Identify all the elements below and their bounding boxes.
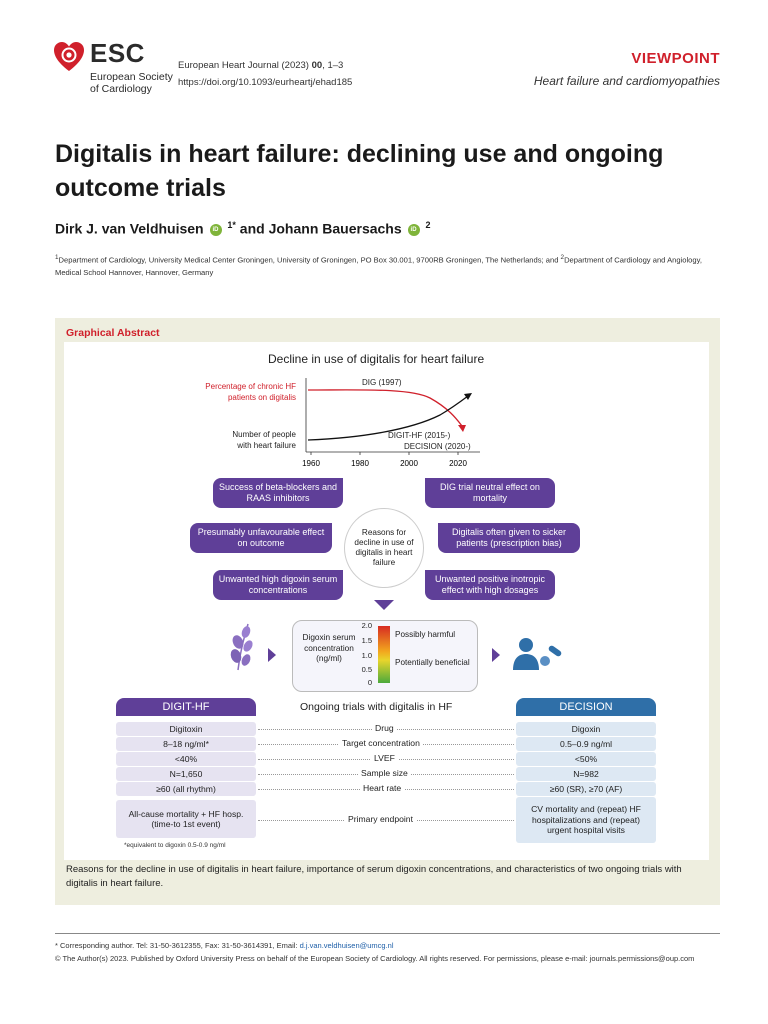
serum-tick: 0 [367, 678, 372, 687]
reason-bubble: Success of beta-blockers and RAAS inhibi… [213, 478, 343, 508]
decline-chart: 1960 1980 2000 2020 Percentage of chroni… [205, 378, 480, 468]
red-series-label: patients on digitalis [228, 393, 296, 402]
author-list: Dirk J. van Veldhuisen iD 1* and Johann … [55, 220, 431, 237]
digit-hf-cell: N=1,650 [116, 767, 256, 781]
reason-bubble: Presumably unfavourable effect on outcom… [190, 523, 332, 553]
digit-hf-cell: All-cause mortality + HF hosp. (time-to … [116, 800, 256, 838]
row-label: Heart rate [360, 783, 405, 793]
chart-title: Decline in use of digitalis for heart fa… [268, 352, 485, 366]
reasons-center: Reasons for decline in use of digitalis … [344, 508, 424, 588]
digit-hf-cell: ≥60 (all rhythm) [116, 782, 256, 796]
logo-text: ESC [90, 38, 145, 68]
serum-axis-label: Digoxin serum concentration (ng/ml) [302, 632, 356, 663]
trial-header-digit-hf: DIGIT-HF [116, 698, 256, 716]
decision-cell: CV mortality and (repeat) HF hospitaliza… [516, 797, 656, 843]
corresponding-author-note: * Corresponding author. Tel: 31-50-36123… [55, 941, 394, 950]
copyright-note: © The Author(s) 2023. Published by Oxfor… [55, 954, 695, 963]
serum-tick: 1.0 [361, 651, 372, 660]
red-series-label: Percentage of chronic HF [205, 382, 296, 391]
serum-tick: 1.5 [361, 636, 372, 645]
row-label: Target concentration [339, 738, 423, 748]
orcid-icon[interactable]: iD [209, 223, 222, 236]
x-tick-label: 1960 [302, 459, 320, 468]
down-arrow-icon [374, 600, 394, 610]
zone-harmful-label: Possibly harmful [395, 630, 456, 639]
black-series-label: with heart failure [236, 441, 296, 450]
reason-bubble: Unwanted high digoxin serum concentratio… [213, 570, 343, 600]
decision-cell: 0.5–0.9 ng/ml [516, 737, 656, 751]
topic-label: Heart failure and cardiomyopathies [533, 74, 720, 88]
esc-heart-logo-icon [54, 42, 84, 71]
ongoing-trials-title: Ongoing trials with digitalis in HF [300, 701, 453, 713]
row-label: Primary endpoint [345, 814, 416, 824]
x-tick-label: 2020 [449, 459, 467, 468]
journal-citation: European Heart Journal (2023) 00, 1–3 ht… [178, 57, 352, 91]
zone-beneficial-label: Potentially beneficial [395, 658, 470, 667]
x-tick-label: 2000 [400, 459, 418, 468]
decision-cell: Digoxin [516, 722, 656, 736]
society-name: European Society of Cardiology [90, 71, 173, 95]
annotation-dig: DIG (1997) [362, 378, 402, 387]
row-label: Drug [372, 723, 397, 733]
serum-tick: 2.0 [361, 621, 372, 630]
graphical-abstract-caption: Reasons for the decline in use of digita… [66, 864, 682, 889]
orcid-icon[interactable]: iD [407, 223, 420, 236]
affiliations: 1Department of Cardiology, University Me… [55, 254, 702, 277]
reason-bubble: DIG trial neutral effect on mortality [425, 478, 555, 508]
black-series-label: Number of people [232, 430, 296, 439]
digit-hf-cell: <40% [116, 752, 256, 766]
reason-bubble: Unwanted positive inotropic effect with … [425, 570, 555, 600]
doi-link[interactable]: https://doi.org/10.1093/eurheartj/ehad18… [178, 77, 353, 88]
row-label: Sample size [358, 768, 411, 778]
arrow-right-icon [492, 648, 500, 662]
red-series-line [307, 389, 463, 427]
black-series-line [307, 395, 469, 441]
concentration-gradient-bar [378, 626, 390, 683]
decision-cell: ≥60 (SR), ≥70 (AF) [516, 782, 656, 796]
serum-tick: 0.5 [361, 665, 372, 674]
x-tick-label: 1980 [351, 459, 369, 468]
article-title: Digitalis in heart failure: declining us… [55, 140, 664, 202]
foxglove-icon [230, 623, 253, 671]
email-link[interactable]: d.j.van.veldhuisen@umcg.nl [299, 941, 394, 950]
decision-cell: N=982 [516, 767, 656, 781]
annotation-decision: DECISION (2020-) [404, 442, 471, 451]
digit-hf-cell: Digitoxin [116, 722, 256, 736]
section-label: VIEWPOINT [631, 50, 720, 67]
decision-cell: <50% [516, 752, 656, 766]
annotation-digit-hf: DIGIT-HF (2015-) [388, 431, 451, 440]
graphical-abstract-label: Graphical Abstract [66, 327, 160, 339]
trial-header-decision: DECISION [516, 698, 656, 716]
arrow-right-icon [268, 648, 276, 662]
digit-hf-cell: 8–18 ng/ml* [116, 737, 256, 751]
footer-divider [55, 933, 720, 934]
black-arrowhead [464, 393, 472, 400]
patient-pills-icon [513, 638, 562, 670]
reason-bubble: Digitalis often given to sicker patients… [438, 523, 580, 553]
row-label: LVEF [371, 753, 398, 763]
table-footnote: *equivalent to digoxin 0.5-0.9 ng/ml [124, 842, 226, 849]
red-arrowhead [458, 425, 466, 432]
